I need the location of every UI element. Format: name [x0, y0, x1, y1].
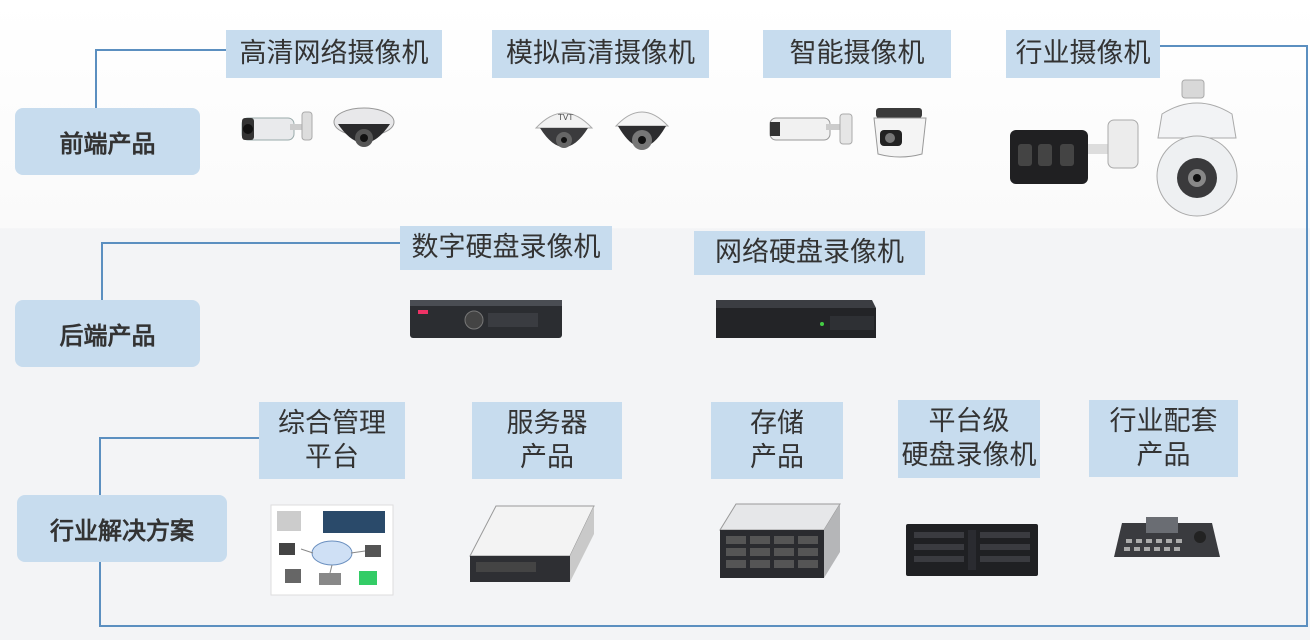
label-hd-ip-camera: 高清网络摄像机 [226, 30, 442, 78]
platform-diagram-image [270, 504, 394, 596]
storage-image [719, 503, 841, 578]
platform-nvr-image [906, 524, 1038, 576]
analog-dome-camera-image-2 [614, 111, 670, 150]
label-server: 服务器 产品 [472, 402, 622, 479]
connector-front-v [95, 49, 97, 109]
label-platform-nvr-line2: 硬盘录像机 [901, 440, 1037, 471]
brand-mark: TVT [557, 113, 573, 122]
bullet-camera-image [241, 111, 313, 141]
nvr-image [716, 300, 876, 338]
label-accessories-line1: 行业配套 [1109, 405, 1218, 437]
label-dvr: 数字硬盘录像机 [400, 226, 612, 270]
label-platform-nvr: 平台级 硬盘录像机 [898, 400, 1040, 478]
label-industry-camera: 行业摄像机 [1006, 30, 1160, 78]
label-accessories-line2: 产品 [1136, 439, 1191, 471]
connector-industry-v [99, 437, 101, 497]
label-management-platform-line1: 综合管理 [278, 407, 386, 439]
label-server-line2: 产品 [520, 441, 574, 473]
label-nvr: 网络硬盘录像机 [694, 231, 925, 275]
label-smart-camera: 智能摄像机 [763, 30, 951, 78]
label-storage-line2: 产品 [750, 441, 804, 473]
label-accessories: 行业配套 产品 [1089, 400, 1238, 477]
loop-top [1160, 45, 1308, 47]
connector-back-h [102, 242, 400, 244]
label-platform-nvr-line1: 平台级 [928, 406, 1010, 437]
category-back: 后端产品 [15, 300, 200, 367]
server-image [469, 505, 595, 582]
analog-dome-camera-image-1: TVT [534, 112, 594, 148]
connector-back-v [101, 242, 103, 302]
loop-bottom [99, 625, 1308, 627]
label-server-line1: 服务器 [506, 407, 588, 439]
connector-front-h [96, 49, 226, 51]
label-management-platform: 综合管理 平台 [259, 402, 405, 479]
smart-bullet-camera-image [769, 113, 853, 145]
label-storage: 存储 产品 [711, 402, 843, 479]
label-analog-hd-camera: 模拟高清摄像机 [492, 30, 709, 78]
label-management-platform-line2: 平台 [305, 441, 359, 473]
loop-left [99, 560, 101, 627]
panoramic-camera-image [1010, 119, 1139, 184]
ptz-camera-image [1156, 79, 1238, 217]
category-industry: 行业解决方案 [17, 495, 227, 562]
dvr-image [410, 300, 562, 338]
dome-camera-image [333, 107, 395, 147]
label-storage-line1: 存储 [750, 407, 804, 439]
category-front: 前端产品 [15, 108, 200, 175]
loop-right [1306, 45, 1308, 627]
keyboard-controller-image [1114, 517, 1220, 557]
connector-industry-h [100, 437, 260, 439]
smart-turret-camera-image [873, 108, 927, 158]
